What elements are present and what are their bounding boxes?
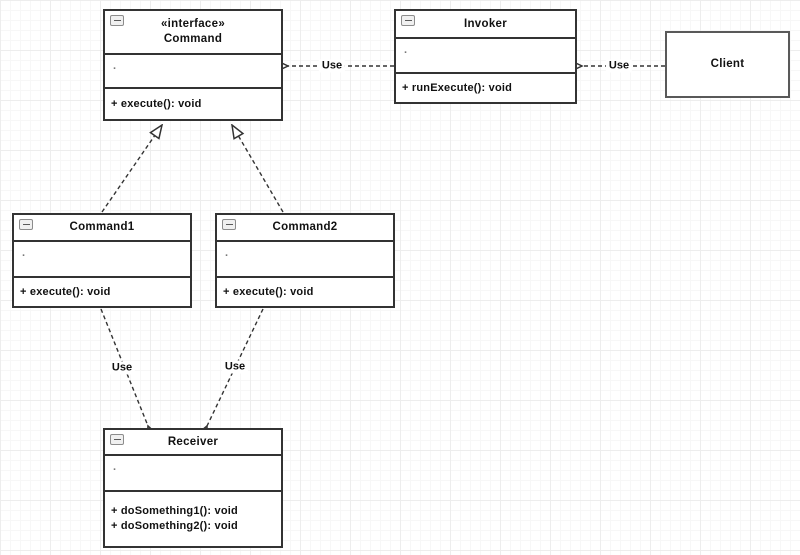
class-command-attributes: . [105, 53, 281, 87]
class-invoker-attributes: . [396, 37, 575, 72]
class-invoker-header: Invoker [396, 11, 575, 37]
attribute-dot: . [113, 60, 117, 72]
operation-execute: + execute(): void [20, 285, 111, 298]
class-receiver-operations: + doSomething1(): void + doSomething2():… [105, 490, 281, 546]
operation-execute: + execute(): void [111, 97, 202, 110]
collapse-icon[interactable] [19, 219, 33, 230]
class-command-name: Command [163, 33, 223, 45]
class-command1-attributes: . [14, 240, 190, 276]
class-command2-name: Command2 [272, 221, 338, 233]
class-invoker-name: Invoker [463, 17, 507, 30]
class-command2[interactable]: Command2 . + execute(): void [215, 213, 395, 308]
edge-label-use-client-invoker: Use [605, 59, 633, 73]
attribute-dot: . [404, 44, 408, 56]
edge-label-use-command1-receiver: Use [108, 361, 136, 375]
class-receiver-name: Receiver [167, 435, 219, 448]
class-command-operations: + execute(): void [105, 87, 281, 119]
class-receiver-attributes: . [105, 454, 281, 490]
class-command2-operations: + execute(): void [217, 276, 393, 306]
class-receiver[interactable]: Receiver . + doSomething1(): void + doSo… [103, 428, 283, 548]
operation-do-something2: + doSomething2(): void [111, 520, 238, 532]
class-command1-operations: + execute(): void [14, 276, 190, 306]
edge-label-use-command2-receiver: Use [221, 360, 249, 374]
edge-command1-to-command[interactable] [101, 125, 162, 213]
class-invoker-operations: + runExecute(): void [396, 72, 575, 102]
attribute-dot: . [225, 247, 229, 259]
collapse-icon[interactable] [401, 15, 415, 26]
attribute-dot: . [113, 461, 117, 473]
attribute-dot: . [22, 247, 26, 259]
class-command1-header: Command1 [14, 215, 190, 240]
class-command-stereotype: «interface» [160, 18, 226, 30]
class-command1-name: Command1 [69, 221, 135, 233]
collapse-icon[interactable] [110, 15, 124, 26]
class-receiver-header: Receiver [105, 430, 281, 454]
operation-execute: + execute(): void [223, 285, 314, 298]
class-client-name: Client [710, 58, 745, 70]
class-command2-header: Command2 [217, 215, 393, 240]
class-command1[interactable]: Command1 . + execute(): void [12, 213, 192, 308]
edge-command2-to-command[interactable] [232, 125, 284, 213]
collapse-icon[interactable] [110, 434, 124, 445]
class-command[interactable]: «interface» Command . + execute(): void [103, 9, 283, 121]
class-command2-attributes: . [217, 240, 393, 276]
operation-do-something1: + doSomething1(): void [111, 505, 238, 517]
class-invoker[interactable]: Invoker . + runExecute(): void [394, 9, 577, 104]
edge-label-use-invoker-command: Use [318, 59, 346, 73]
collapse-icon[interactable] [222, 219, 236, 230]
class-client[interactable]: Client [665, 31, 790, 98]
class-command-header: «interface» Command [105, 11, 281, 53]
operation-run-execute: + runExecute(): void [402, 81, 513, 94]
